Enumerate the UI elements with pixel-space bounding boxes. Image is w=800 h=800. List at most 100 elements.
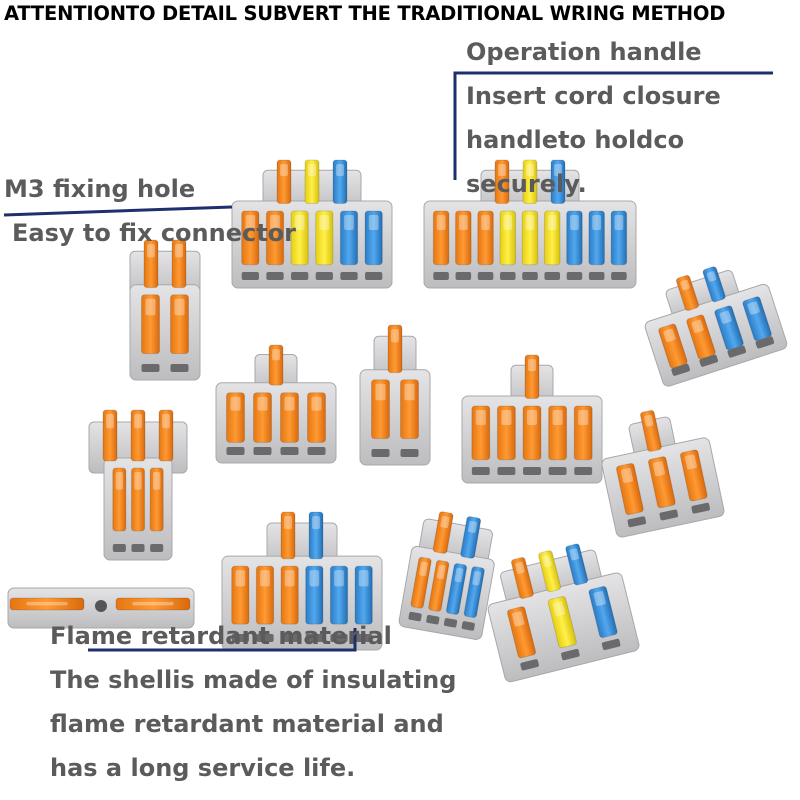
output-lever-yellow [521,210,539,266]
output-lever-orange [307,392,326,443]
wire-port [574,467,593,475]
output-lever-orange [112,467,127,532]
callout-line-flame [88,628,357,652]
wire-port [226,447,245,455]
wire-port [477,272,494,280]
wire-port [433,272,449,280]
output-lever-orange [471,405,491,461]
input-lever-blue [308,511,324,560]
output-lever-yellow [290,210,309,266]
output-lever-blue [305,565,324,625]
input-lever-orange [524,354,540,400]
output-lever-orange [477,210,494,266]
callout-title: M3 fixing hole [4,175,196,203]
output-housing [359,369,431,466]
input-lever-orange [510,556,534,600]
wire-port [523,467,541,475]
input-lever-orange [432,511,454,554]
wire-port [280,447,299,455]
connector-c10 [221,511,383,651]
output-lever-blue [339,210,359,266]
output-housing [129,284,201,381]
output-lever-orange [548,405,568,461]
wire-port [426,614,440,625]
input-lever-orange [171,239,187,289]
wire-port [281,634,299,642]
input-lever-blue [565,543,589,586]
wire-port [256,634,274,642]
wire-port [497,467,516,475]
output-lever-orange [141,294,160,355]
output-lever-orange [428,559,450,612]
input-lever-orange [102,409,118,462]
output-lever-orange [506,606,537,659]
callout-lines [3,71,773,652]
connector-c13 [7,587,195,629]
output-lever-orange [241,210,260,266]
output-lever-orange [679,449,708,502]
output-lever-yellow [499,210,517,266]
output-lever-orange [255,565,275,625]
wire-port [266,272,284,280]
input-lever-yellow [522,159,538,205]
callout-line-text: securely. [466,170,587,198]
input-lever-blue [460,516,482,559]
connector-c1 [231,159,393,289]
wire-port [330,634,348,642]
output-lever-blue [354,565,373,625]
output-lever-orange [686,314,716,360]
output-lever-yellow [547,596,577,649]
callout-line-text: handleto holdco [466,126,685,154]
output-lever-orange [496,405,516,461]
connector-c4 [644,266,788,387]
wire-port [500,272,516,280]
wire-port [611,272,627,280]
callout-line-text: has a long service life. [50,754,356,782]
callout-line-text: The shellis made of insulating [50,666,457,694]
wire-port [291,272,309,280]
input-lever-orange [130,409,146,462]
output-lever-orange [280,565,299,625]
wire-port [561,648,580,661]
wire-port [340,272,358,280]
callout-operation-handle: Operation handle Insert cord closure han… [466,30,721,206]
wire-port [371,449,390,457]
wire-port [400,449,419,457]
fixing-hole [95,600,107,612]
wire-port [544,272,560,280]
wire-port [443,618,458,628]
output-lever-blue [588,210,605,266]
input-lever-blue [332,159,348,205]
output-lever-orange [432,210,450,266]
output-lever-orange [149,467,164,532]
output-lever-orange [280,392,299,443]
connector-c9 [601,409,725,538]
callout-line-text: Insert cord closure [466,82,721,110]
output-lever-orange [231,565,250,625]
input-lever-orange [280,511,296,560]
callout-flame-retardant: Flame retardant material The shellis mad… [50,614,456,790]
input-lever-orange [675,274,700,311]
connector-c12 [487,543,640,683]
output-lever-blue [588,585,618,639]
wire-port [131,544,145,552]
wire-port [548,467,567,475]
wire-port [566,272,583,280]
output-lever-orange [573,405,593,461]
input-lever-yellow [304,159,320,205]
callout-title: Flame retardant material [50,622,392,650]
output-lever-blue [742,296,772,342]
output-lever-orange [371,379,390,440]
wire-port [307,447,326,455]
wire-port [601,638,621,651]
wire-port [755,336,775,349]
input-lever-orange [494,159,510,205]
wire-port [408,611,422,622]
input-lever-yellow [538,550,562,593]
wire-port [455,272,472,280]
input-lever-orange [639,409,662,452]
output-lever-blue [329,565,349,625]
wire-port [727,345,747,358]
input-lever-blue [702,266,726,303]
